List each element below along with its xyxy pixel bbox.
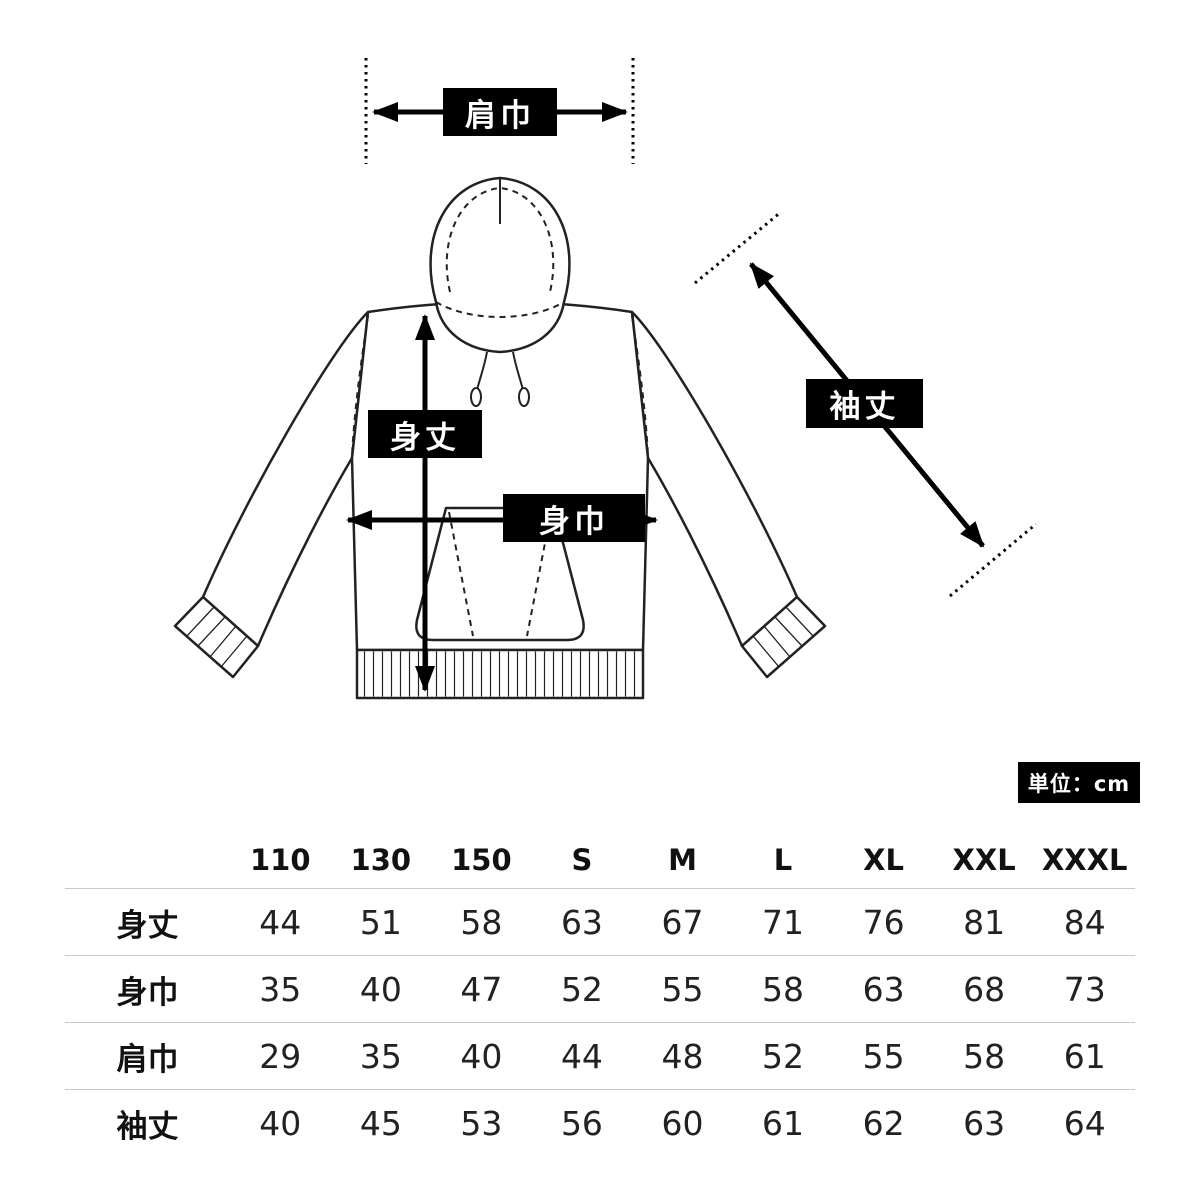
size-column-header: M	[668, 843, 697, 877]
measurement-value: 53	[460, 1103, 503, 1143]
measurement-value: 67	[661, 902, 704, 942]
table-row: 袖丈 40 45 53 56 60 61 62 63 64	[65, 1089, 1135, 1156]
measurement-value: 56	[560, 1103, 603, 1143]
measurement-value: 44	[560, 1036, 603, 1076]
measurement-value: 48	[661, 1036, 704, 1076]
measurement-value: 71	[762, 902, 805, 942]
size-column-header: XL	[863, 843, 905, 877]
measurement-value: 61	[1063, 1036, 1106, 1076]
size-column-header: XXL	[952, 843, 1016, 877]
measurement-value: 63	[963, 1103, 1006, 1143]
measurement-value: 58	[963, 1036, 1006, 1076]
size-column-header: 150	[451, 843, 512, 877]
measurement-value: 58	[460, 902, 503, 942]
measurement-value: 40	[460, 1036, 503, 1076]
measurement-value: 63	[560, 902, 603, 942]
drawstring-tips	[470, 387, 530, 407]
size-column-header: L	[773, 843, 793, 877]
measurement-value: 44	[259, 902, 302, 942]
hem-ribbing	[358, 651, 642, 697]
measurement-value: 47	[460, 969, 503, 1009]
measurement-row-label: 袖丈	[116, 1108, 179, 1145]
table-row: 肩巾 29 35 40 44 48 52 55 58 61	[65, 1022, 1135, 1089]
seam-stitching	[351, 186, 649, 637]
sleeve-guide-top	[694, 210, 782, 285]
measurement-value: 29	[259, 1036, 302, 1076]
measurement-row-label: 肩巾	[116, 1041, 179, 1078]
measurement-value: 45	[359, 1103, 402, 1143]
measurement-value: 64	[1063, 1103, 1106, 1143]
table-row: 身巾 35 40 47 52 55 58 63 68 73	[65, 955, 1135, 1022]
size-column-header: 110	[250, 843, 311, 877]
measurement-value: 55	[661, 969, 704, 1009]
hoodie-illustration	[173, 58, 1037, 700]
size-column-header: 130	[350, 843, 412, 877]
measurement-value: 40	[259, 1103, 302, 1143]
shoulder-width-label: 肩巾	[443, 88, 557, 136]
measurement-value: 61	[762, 1103, 805, 1143]
size-column-header: S	[571, 843, 593, 877]
body-width-label: 身巾	[503, 494, 645, 542]
measurement-value: 35	[259, 969, 302, 1009]
measurement-value: 58	[762, 969, 805, 1009]
body-length-label: 身丈	[368, 410, 482, 458]
size-column-header: XXXL	[1041, 843, 1128, 877]
measurement-value: 73	[1063, 969, 1106, 1009]
cuff-ribbing	[186, 606, 814, 668]
measurement-value: 51	[359, 902, 402, 942]
measurement-value: 76	[862, 902, 905, 942]
measurement-value: 63	[862, 969, 905, 1009]
measurement-value: 81	[963, 902, 1006, 942]
measurement-value: 68	[963, 969, 1006, 1009]
measurement-value: 52	[762, 1036, 805, 1076]
size-table-header-row: 110 130 150 S M L XL XXL XXXL	[65, 832, 1135, 888]
measurement-value: 84	[1063, 902, 1106, 942]
hood-details	[476, 178, 524, 391]
measurement-row-label: 身丈	[116, 907, 179, 944]
sleeve-length-label: 袖丈	[806, 379, 923, 428]
measurement-value: 52	[560, 969, 603, 1009]
unit-badge: 単位：cm	[1018, 762, 1140, 803]
measurement-value: 62	[862, 1103, 905, 1143]
size-table: 110 130 150 S M L XL XXL XXXL 身丈 44 51 58 63 67 71 76 81…	[65, 832, 1135, 1156]
sleeve-guide-bottom	[949, 522, 1037, 598]
size-table-body: 身丈 44 51 58 63 67 71 76 81 84 身巾 35 40 47 52 55 58 63 68 73…	[65, 888, 1135, 1156]
table-row: 身丈 44 51 58 63 67 71 76 81 84	[65, 888, 1135, 955]
measurement-value: 60	[661, 1103, 704, 1143]
measurement-value: 55	[862, 1036, 905, 1076]
measurement-row-label: 身巾	[116, 974, 179, 1011]
measurement-value: 40	[359, 969, 402, 1009]
measurement-value: 35	[359, 1036, 402, 1076]
